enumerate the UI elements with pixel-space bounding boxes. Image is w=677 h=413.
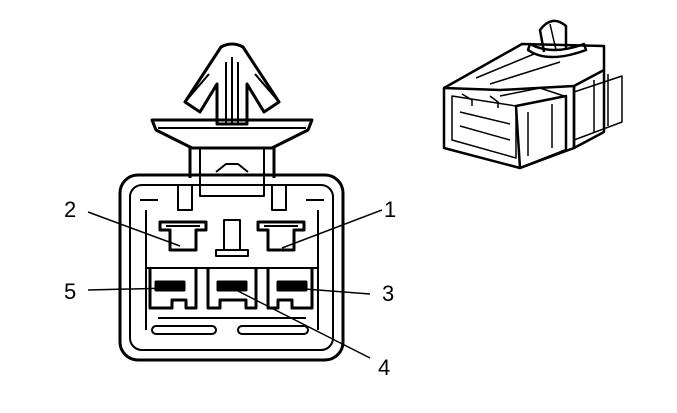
connector-face-view [118, 42, 345, 362]
pin-label-4: 4 [378, 355, 390, 380]
terminal-cavity-1 [256, 220, 306, 252]
mounting-wings [150, 118, 314, 150]
isometric-retaining-clip [526, 19, 588, 59]
terminal-cavity-4 [206, 268, 258, 310]
leader-line-2 [87, 211, 181, 247]
leader-line-1 [281, 209, 383, 249]
retaining-clip [183, 42, 281, 126]
terminal-cavity-2 [158, 220, 208, 252]
pin-label-1: 1 [384, 197, 396, 222]
leader-line-3 [291, 287, 371, 295]
callout-leaders [87, 209, 383, 359]
connector-isometric-view [442, 19, 623, 170]
connector-housing [118, 173, 345, 362]
pin-label-3: 3 [382, 281, 394, 306]
leader-line-4 [231, 287, 371, 359]
connector-neck [188, 148, 276, 178]
terminal-cavity-3 [266, 268, 314, 310]
leader-line-5 [87, 287, 173, 291]
terminal-cavity-5 [148, 268, 198, 310]
center-key [215, 219, 249, 257]
pin-label-2: 2 [64, 197, 76, 222]
pin-label-5: 5 [64, 279, 76, 304]
